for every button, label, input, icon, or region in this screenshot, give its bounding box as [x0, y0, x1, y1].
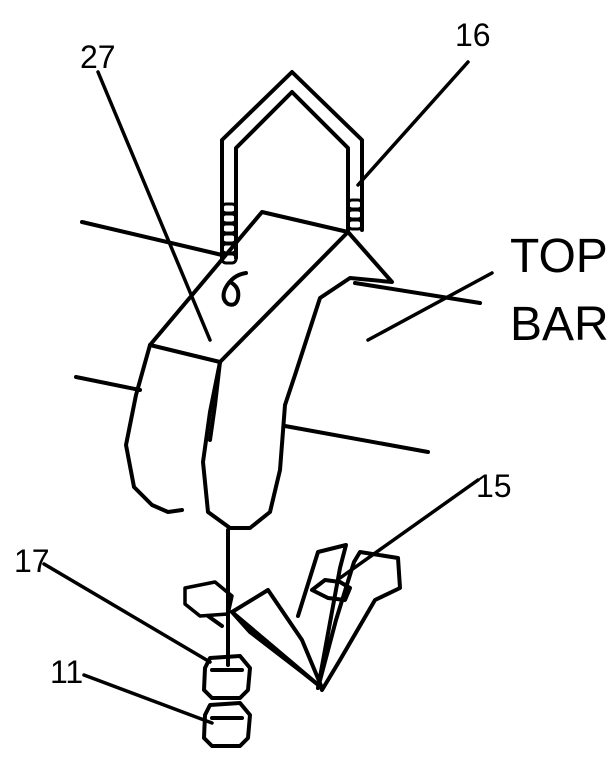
- label-15: 15: [476, 468, 512, 504]
- nut-11: [202, 701, 252, 748]
- label-bar: BAR: [510, 298, 608, 351]
- hook-thread-right: [346, 198, 364, 231]
- leader-15: [338, 478, 480, 580]
- nut-17: [202, 654, 252, 700]
- leader-top-bar: [366, 271, 494, 342]
- bracket-15: [230, 543, 402, 692]
- top-bar: [74, 220, 482, 454]
- clamp-body: [124, 210, 394, 530]
- label-16: 16: [455, 17, 491, 53]
- leader-lines: [42, 60, 494, 725]
- leader-17: [42, 562, 212, 664]
- label-17: 17: [14, 543, 50, 579]
- bolt: [183, 528, 234, 667]
- label-27: 27: [80, 39, 116, 75]
- label-top: TOP: [510, 230, 608, 283]
- leader-16: [356, 60, 470, 187]
- leader-27: [96, 70, 212, 342]
- label-11: 11: [50, 654, 83, 690]
- leader-11: [82, 673, 214, 725]
- wire-hook: [220, 70, 364, 265]
